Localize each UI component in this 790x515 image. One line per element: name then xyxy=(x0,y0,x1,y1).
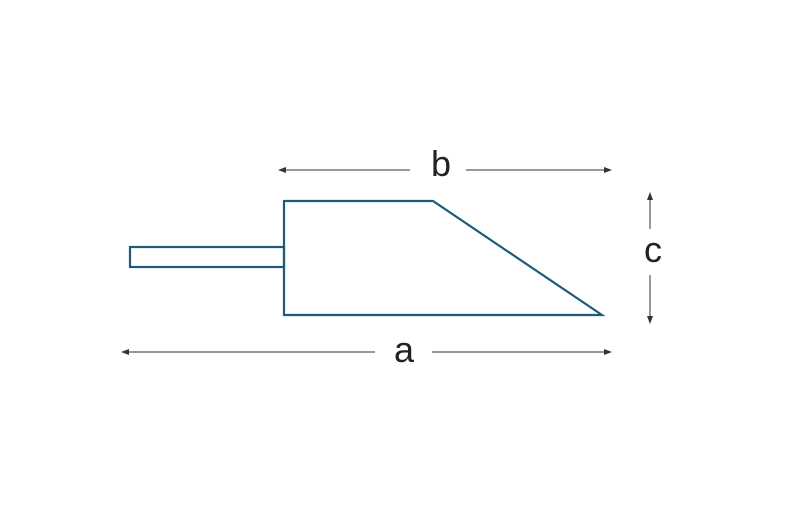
label-a: a xyxy=(394,329,415,370)
shape-outline xyxy=(128,199,606,317)
scoop-body xyxy=(282,199,606,317)
label-c: c xyxy=(644,229,662,270)
label-b: b xyxy=(431,143,451,184)
handle xyxy=(128,245,286,269)
